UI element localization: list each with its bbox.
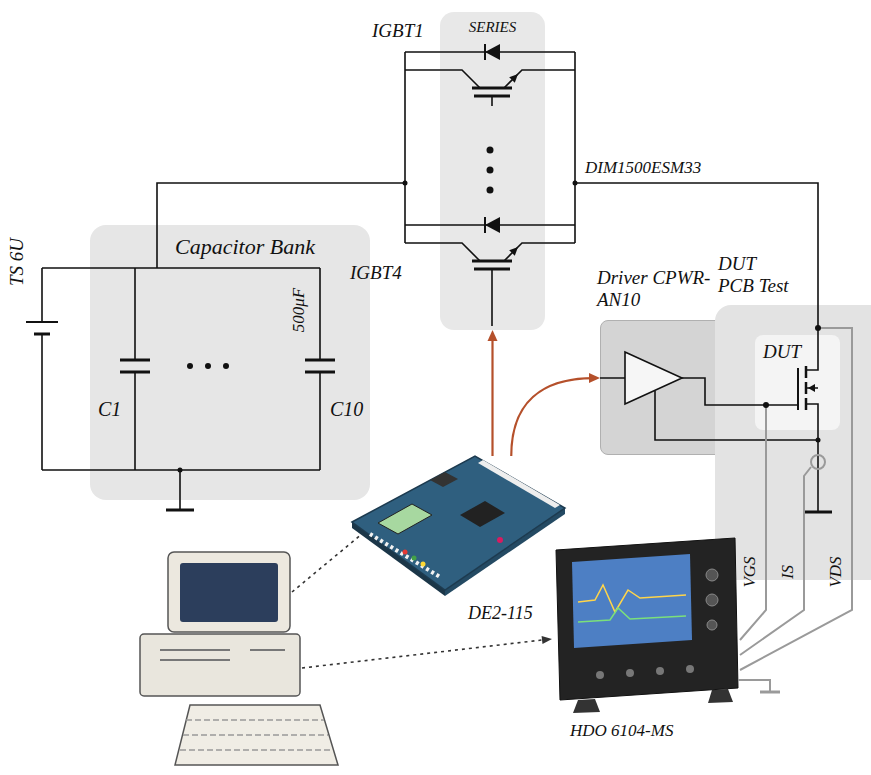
label-anchor: IGBT1	[372, 20, 424, 42]
circuit-wire	[42, 52, 818, 512]
scope-knob	[707, 620, 717, 630]
part-number: DIM1500ESM33	[585, 158, 701, 178]
component-label: C1	[98, 398, 121, 421]
board-label: DUT PCB Test	[718, 253, 794, 297]
lcd-display	[378, 504, 432, 534]
keyboard	[175, 705, 338, 765]
junction-dot	[573, 181, 578, 186]
scope-input	[596, 671, 604, 679]
label-anchor: DIM1500ESM33	[585, 158, 701, 178]
label-anchor: 500μF	[299, 310, 343, 330]
signal-wire	[511, 378, 594, 456]
fpga-board-picture	[352, 456, 565, 590]
device-label: DE2-115	[468, 603, 533, 624]
junction-dot	[403, 181, 408, 186]
scope-foot	[573, 699, 600, 713]
header-connector	[478, 460, 560, 508]
keyboard-keys	[180, 720, 332, 750]
source-label: TS 6U	[6, 238, 28, 286]
label-anchor: C1	[98, 398, 121, 421]
monitor-screen	[180, 563, 278, 622]
scope-knob	[706, 594, 718, 606]
signal-name: IS	[778, 565, 798, 579]
fpga-chip	[460, 501, 505, 527]
control-signal	[511, 373, 600, 456]
computer-case	[140, 634, 300, 696]
scope-input	[686, 665, 694, 673]
emitter-arrow	[509, 74, 518, 83]
ellipsis-dot	[487, 187, 494, 194]
signal-wire	[491, 336, 493, 456]
device-label: HDO 6104-MS	[570, 721, 673, 741]
arrow-head	[488, 330, 498, 341]
ellipsis-dot	[205, 363, 211, 369]
control-signal	[488, 330, 498, 456]
component-label: IGBT4	[350, 262, 402, 284]
component-plates	[34, 88, 832, 512]
ellipsis-dot	[187, 363, 193, 369]
drive-slots	[160, 650, 285, 660]
group-label: Capacitor Bank	[175, 234, 315, 259]
emitter-arrow	[509, 247, 518, 256]
led	[412, 556, 417, 561]
ground-symbol	[760, 691, 780, 694]
scope-foot	[708, 689, 733, 703]
arrow-head	[589, 373, 600, 383]
probe-point	[815, 325, 821, 331]
scope-input	[656, 667, 664, 675]
scope-trace	[578, 608, 686, 622]
component-label: IGBT1	[372, 20, 424, 42]
junction-dot	[178, 468, 183, 473]
diode-symbol	[485, 217, 500, 233]
component-label: Driver CPWR-AN10	[597, 267, 715, 311]
junction-dot	[816, 438, 821, 443]
scope-trace	[578, 585, 686, 612]
current-probe	[811, 455, 825, 469]
label-anchor: IS	[788, 572, 802, 592]
probe-lead	[738, 328, 852, 692]
component-plates	[26, 44, 798, 410]
scope-input	[626, 669, 634, 677]
ellipsis-dot	[487, 167, 494, 174]
label-anchor: IGBT4	[350, 262, 402, 284]
scope-screen	[572, 554, 692, 648]
memory-chip	[430, 472, 458, 487]
ellipsis-dot	[487, 147, 494, 154]
led	[421, 562, 426, 567]
value-label: 500μF	[289, 288, 309, 332]
led	[497, 537, 503, 543]
label-anchor: C10	[330, 398, 363, 421]
led	[403, 550, 408, 555]
probe-point	[763, 402, 769, 408]
signal-name: VGS	[740, 556, 760, 587]
label-anchor: TS 6U	[17, 262, 65, 284]
oscilloscope-picture	[556, 538, 738, 700]
test-pcb: DUT PCB TestDUT	[715, 305, 871, 580]
component-label: DUT	[763, 341, 801, 363]
scope-knob	[706, 569, 718, 581]
mosfet-channel	[805, 366, 808, 410]
switch-row	[370, 534, 440, 577]
arrow-head	[542, 636, 552, 644]
signal-name: VDS	[826, 556, 846, 587]
diode-symbol	[485, 44, 500, 60]
capacitor-bank: Capacitor Bank	[90, 225, 370, 500]
ellipsis-dot	[223, 363, 229, 369]
group-label: SERIES	[469, 19, 516, 36]
body-arrow	[808, 384, 815, 392]
component-label: C10	[330, 398, 363, 421]
computer-monitor	[168, 552, 290, 632]
amplifier-symbol	[625, 352, 682, 404]
